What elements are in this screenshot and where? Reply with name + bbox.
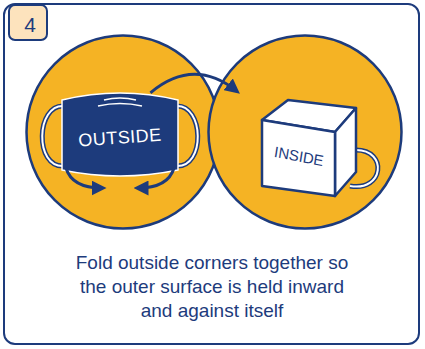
circle-outline [207, 34, 403, 230]
step-badge: 4 [8, 4, 48, 41]
step-number: 4 [10, 6, 50, 43]
step-arrow [150, 74, 236, 92]
caption-text: Fold outside corners together so the out… [62, 251, 362, 323]
step-circle: OUTSIDE [25, 34, 221, 230]
circle-shape [209, 36, 402, 229]
step-circle: INSIDE [207, 34, 403, 230]
circle-shape [27, 36, 220, 229]
